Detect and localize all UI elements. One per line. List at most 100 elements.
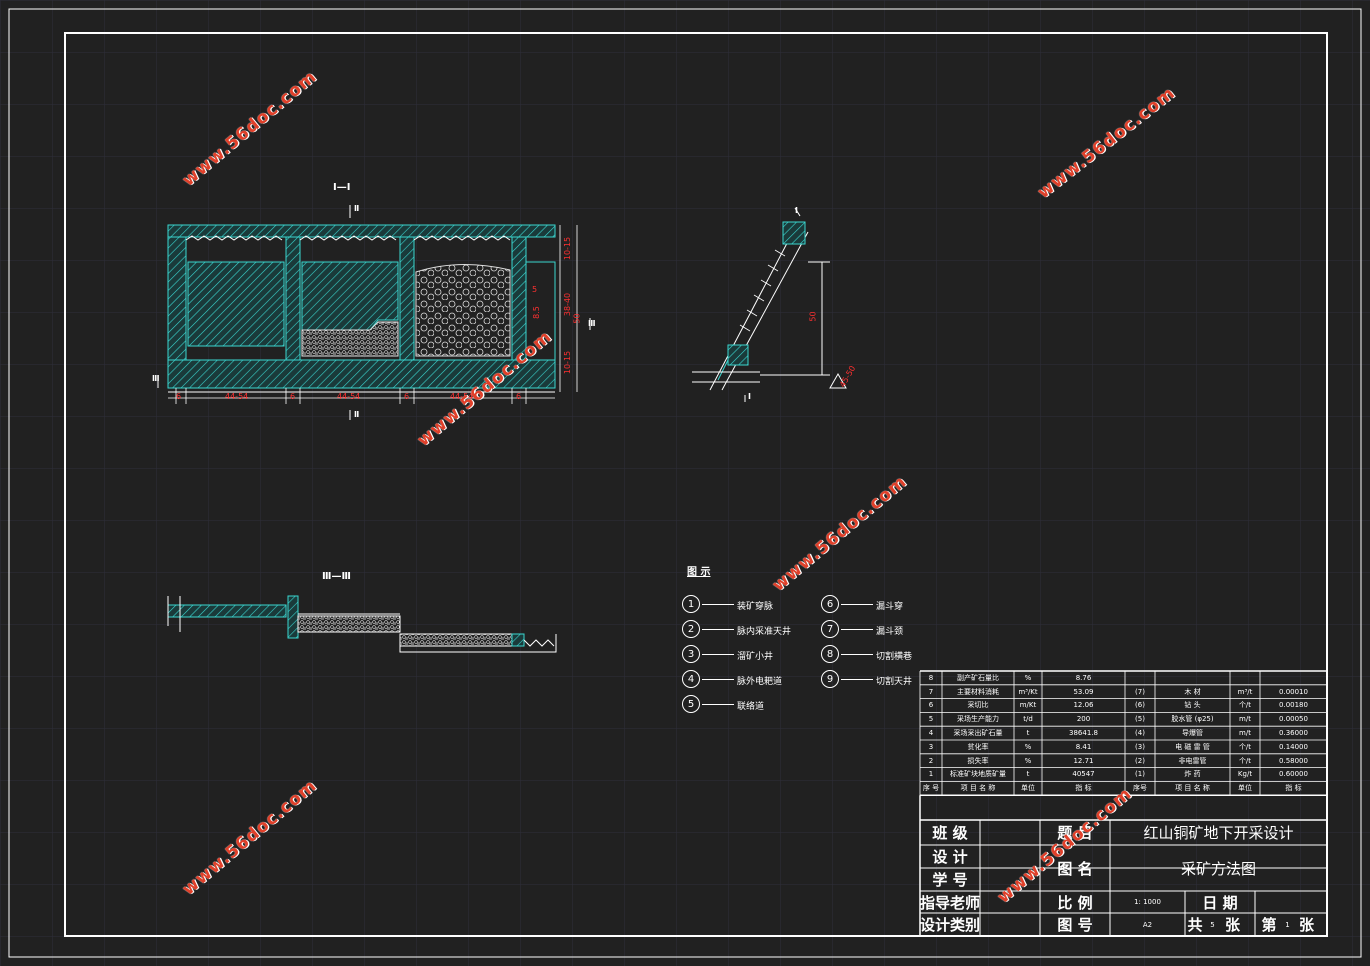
name-label: 图 名 [1057,859,1093,878]
table-cell: 38641.8 [1069,729,1098,738]
table-cell: m/Kt [1019,701,1037,710]
marker-right: Ⅲ [588,319,596,328]
table-cell: % [1024,673,1032,682]
legend-number: 8 [821,645,839,663]
stope-3-ore [415,264,511,357]
number-value: A2 [1142,920,1153,929]
table-cell: 0.60000 [1279,770,1308,779]
table-cell: 采切比 [967,701,989,710]
table-cell: 贫化率 [967,742,989,751]
legend-number: 7 [821,620,839,638]
top-drift [167,224,556,238]
table-cell: t [1026,770,1030,779]
dim-right-2: 38-40 [563,292,573,317]
legend-leader [841,604,873,605]
marker-sec2-bottom: Ⅰ [748,392,751,401]
dim-bottom-2: 44-54 [225,392,249,401]
table-cell: 指 标 [1285,784,1302,793]
category-label: 设计类别 [920,916,981,934]
table-cell: t [1026,729,1030,738]
stope-2 [301,261,399,331]
dim-bottom-6: 44-54 [450,392,474,401]
table-cell: 损失率 [967,756,989,765]
dim-right-1: 10-15 [563,236,573,261]
scale-label: 比 例 [1057,893,1093,912]
legend-label: 漏斗穿 [876,602,904,612]
table-cell: 指 标 [1075,784,1092,793]
page-value: 1 [1285,920,1290,929]
table-cell: 200 [1076,715,1091,724]
page-label: 第 [1261,916,1277,934]
table-cell: 木 材 [1184,687,1201,696]
table-cell [1155,671,1230,685]
table-cell: 采场生产能力 [957,715,999,724]
legend-leader [702,629,734,630]
stope-1 [187,261,285,347]
legend-number: 4 [682,670,700,688]
table-cell: 电 磁 雷 管 [1175,742,1210,751]
legend-number: 2 [682,620,700,638]
table-cell: 0.14000 [1279,742,1308,751]
spec-table-grid [919,670,1328,937]
dim-bottom-5: 6 [404,392,410,401]
table-cell: 0.36000 [1279,729,1308,738]
legend-leader [702,604,734,605]
table-cell: (1) [1135,770,1145,779]
table-cell [1125,671,1155,685]
table-cell: 序号 [1133,784,1147,793]
legend-number: 6 [821,595,839,613]
sheet-unit: 张 [1224,916,1240,934]
table-cell: t/d [1023,715,1033,724]
pillar-2 [285,236,301,361]
design-label: 设 计 [932,848,968,866]
table-cell: 8 [928,673,934,682]
table-cell: m³/t [1237,687,1253,696]
table-cell: 单位 [1238,784,1252,793]
table-cell: 3 [928,742,934,751]
legend-leader [841,629,873,630]
student-label: 学 号 [932,871,968,889]
dim-bottom-4: 44-54 [337,392,361,401]
table-cell: 53.09 [1073,687,1094,696]
legend-leader [702,704,734,705]
table-cell: % [1024,756,1032,765]
table-cell: 导爆管 [1182,729,1203,738]
section-3-drawing [167,595,557,653]
legend-label: 脉内采准天井 [737,627,792,637]
legend-number: 9 [821,670,839,688]
table-cell: 2 [928,756,934,765]
section-label-3: Ⅲ—Ⅲ [322,571,351,582]
inner-frame [64,32,1328,937]
table-cell: m³/Kt [1018,687,1038,696]
legend-label: 溜矿小井 [737,652,774,662]
legend-leader [702,654,734,655]
table-cell: 胶水管 (φ25) [1171,715,1214,724]
table-cell: 个/t [1238,701,1252,710]
marker-sec2-top: Ⅰ [795,206,798,215]
legend-label: 漏斗颈 [876,627,904,637]
table-cell: (4) [1135,729,1145,738]
number-label: 图 号 [1057,916,1093,934]
pillar-1 [167,236,187,361]
topic-value: 红山铜矿地下开采设计 [1143,824,1294,842]
legend-label: 切割横巷 [876,652,913,662]
table-cell: 非电雷管 [1178,756,1207,765]
table-cell: 序 号 [922,784,940,793]
table-cell: 钻 头 [1184,701,1201,710]
class-label: 班 级 [932,824,968,842]
legend-label: 装矿穿脉 [737,602,774,612]
table-cell: 0.58000 [1279,756,1308,765]
date-label: 日 期 [1202,893,1238,912]
stope-2-muck [301,321,399,357]
table-cell: (2) [1135,756,1145,765]
table-cell: 40547 [1072,770,1095,779]
dim-side-1: 50 [808,311,818,322]
dim-right-3: 50 [572,313,582,324]
topic-label: 题 目 [1057,824,1093,842]
page-unit: 张 [1298,916,1314,934]
dim-bottom-1: 6 [176,392,182,401]
table-cell: % [1024,742,1032,751]
total-value: 5 [1210,920,1215,929]
table-cell: 5 [928,715,934,724]
table-cell: 0.00180 [1279,701,1308,710]
